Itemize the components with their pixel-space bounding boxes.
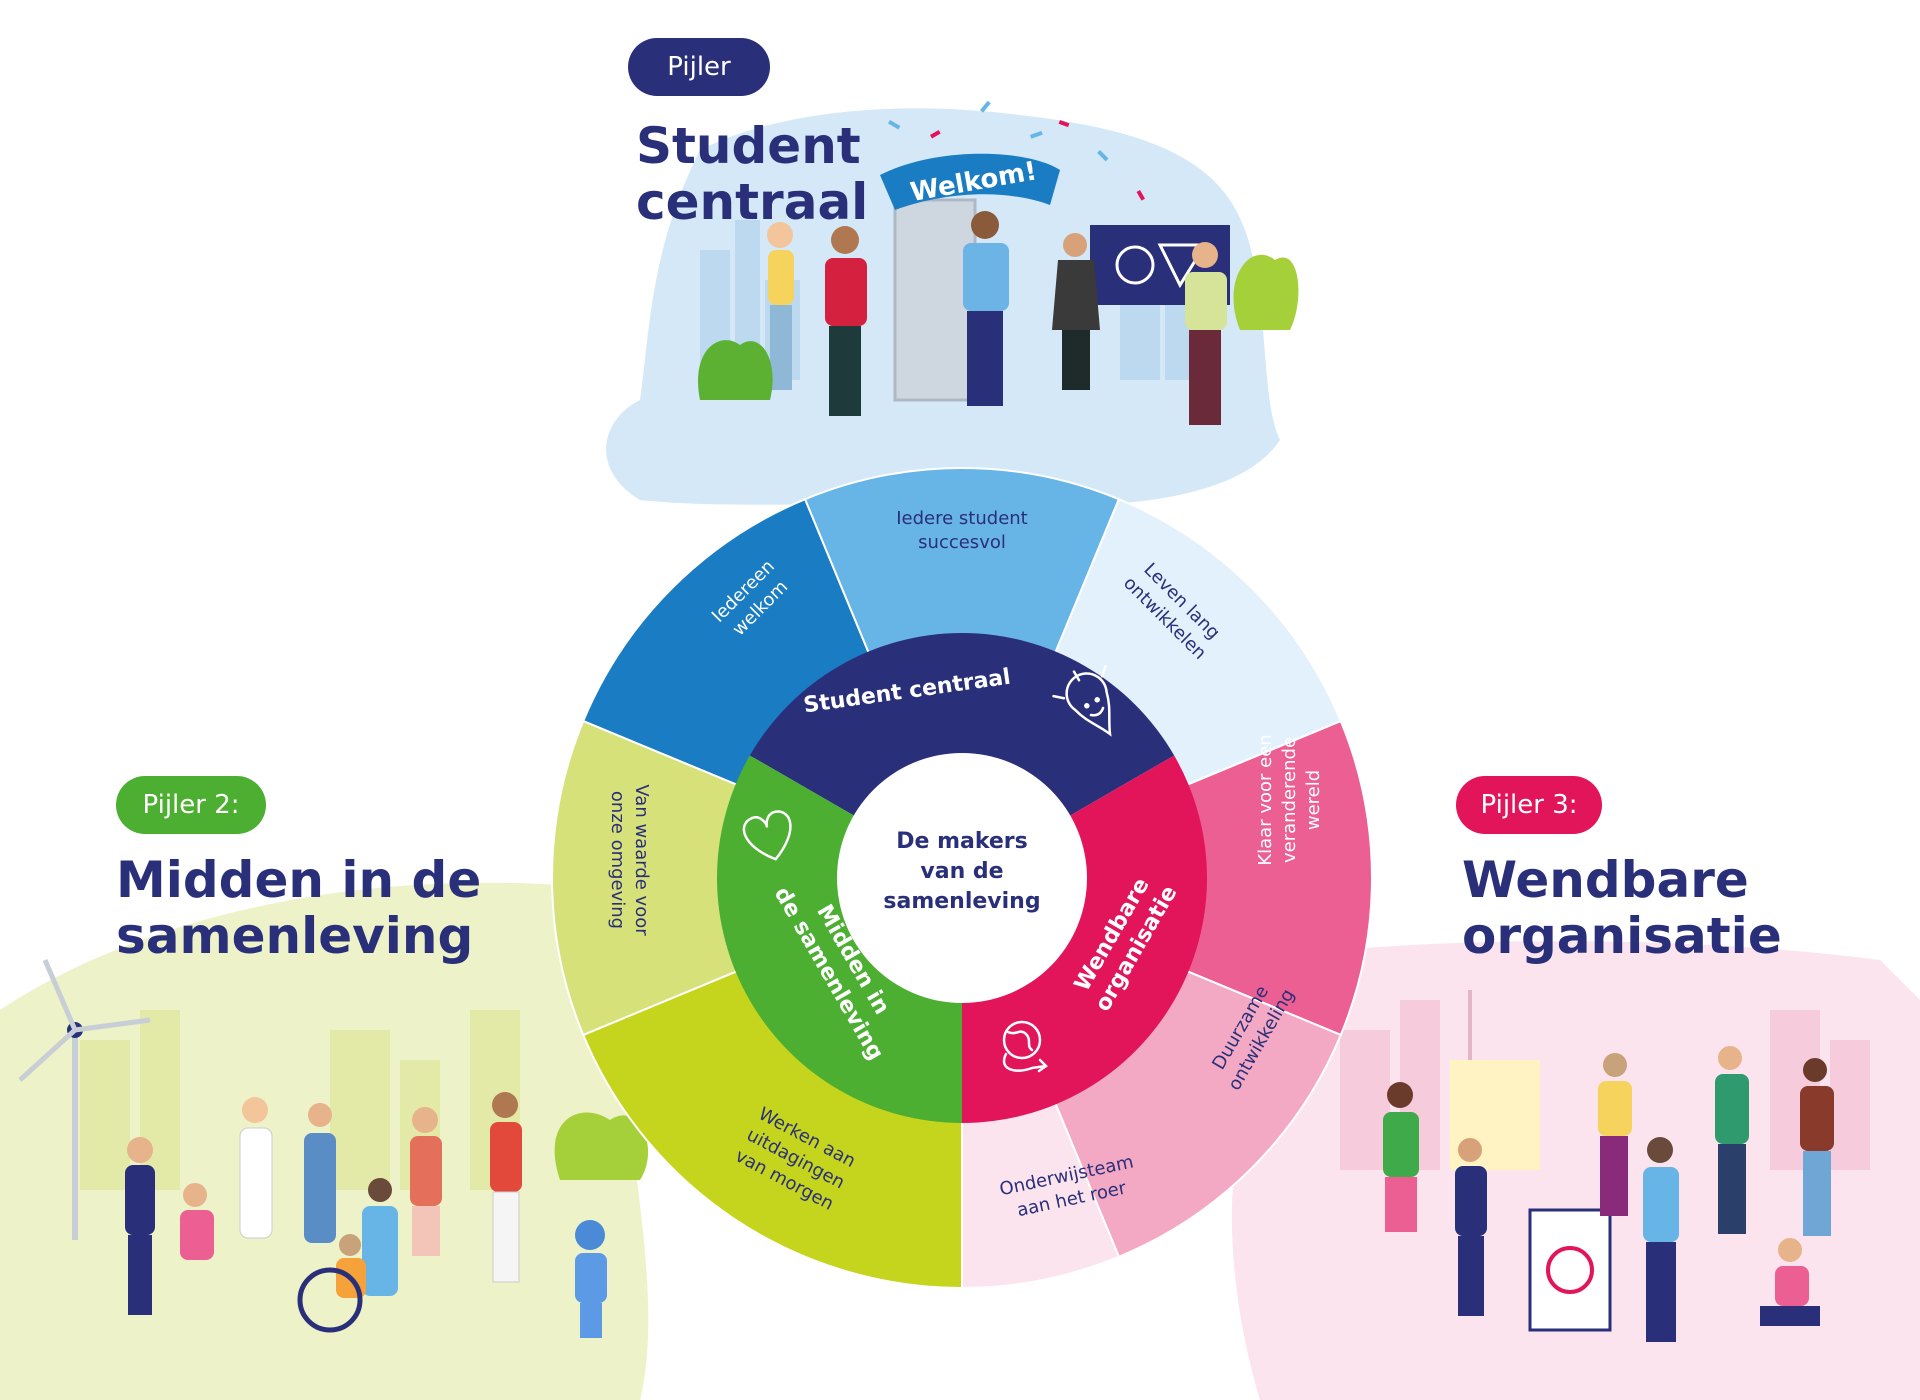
heart-icon (742, 810, 792, 861)
outer-label-2-line1: Iedere student (896, 508, 1028, 529)
center-circle (837, 753, 1087, 1003)
pillar-2-title: Midden in de samenleving (116, 852, 481, 964)
outer-label-4-line1: Klaar voor een (1255, 734, 1276, 865)
society-scene-illustration (0, 882, 649, 1400)
pillar-1-title-line2: centraal (636, 173, 869, 231)
inner-ring (716, 632, 1207, 1123)
pillar-2-title-line2: samenleving (116, 907, 474, 965)
inner-sector-1 (749, 632, 1175, 816)
center-label-line1: De makers (896, 829, 1028, 854)
pillar-3-title: Wendbare organisatie (1462, 852, 1782, 964)
student-scene-illustration: Welkom! (606, 100, 1299, 507)
outer-label-4-line2: veranderende (1279, 737, 1300, 863)
globe-arrow-icon (1002, 1020, 1048, 1073)
pillar-3-badge: Pijler 3: (1456, 776, 1602, 834)
outer-ring (550, 466, 1373, 1290)
pillar-1-badge: Pijler 1: (628, 38, 770, 140)
center-label-line2: van de (920, 859, 1003, 884)
outer-label-8-line1: Van waarde voor (631, 784, 652, 936)
lightbulb-face-icon (1052, 664, 1112, 737)
outer-label-4-line3: wereld (1303, 770, 1324, 830)
center-label-line3: samenleving (883, 889, 1040, 914)
pillar-2-title-line1: Midden in de (116, 851, 482, 909)
pillar-1-title-line1: Student (636, 117, 861, 175)
outer-label-8-line2: onze omgeving (607, 791, 628, 929)
organisation-scene-illustration (1231, 941, 1920, 1400)
pillar-3-title-line1: Wendbare (1462, 851, 1749, 909)
inner-sector-2 (716, 755, 962, 1123)
pillar-1-title: Student centraal (636, 118, 868, 230)
pillar-2-badge: Pijler 2: (116, 776, 266, 834)
outer-label-2-line2: succesvol (918, 532, 1006, 553)
pillar-3-title-line2: organisatie (1462, 907, 1782, 965)
